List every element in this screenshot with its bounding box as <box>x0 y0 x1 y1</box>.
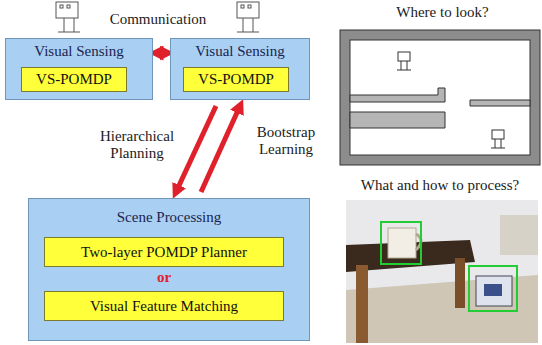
node-text: VS-POMDP <box>22 71 126 88</box>
node-text: Scene Processing <box>29 209 309 226</box>
model-box: VS-POMDP <box>21 67 127 92</box>
model-box: VS-POMDP <box>183 67 289 92</box>
edge-label: Bootstrap Learning <box>246 124 326 158</box>
process-box: Visual SensingVS-POMDP <box>5 38 153 100</box>
panel-title: Where to look? <box>350 4 535 21</box>
node-text: VS-POMDP <box>184 71 288 88</box>
node-text: Two-layer POMDP Planner <box>45 244 283 261</box>
node-text: Visual Sensing <box>171 43 309 60</box>
edge-label: Hierarchical Planning <box>92 128 182 162</box>
process-box: Visual SensingVS-POMDP <box>170 38 310 100</box>
node-text: Visual Feature Matching <box>45 298 283 315</box>
node-text: Visual Sensing <box>6 43 152 60</box>
panel-title: What and how to process? <box>340 177 540 194</box>
planner-box: Two-layer POMDP Planner <box>44 237 284 267</box>
or-label: or <box>29 269 299 286</box>
arrow-connector <box>156 51 167 56</box>
arrow-connector <box>201 106 240 192</box>
arrow-connector <box>176 106 216 192</box>
process-box: Scene ProcessingTwo-layer POMDP PlannerV… <box>28 198 310 341</box>
communication-label: Communication <box>88 11 228 28</box>
matching-box: Visual Feature Matching <box>44 291 284 321</box>
